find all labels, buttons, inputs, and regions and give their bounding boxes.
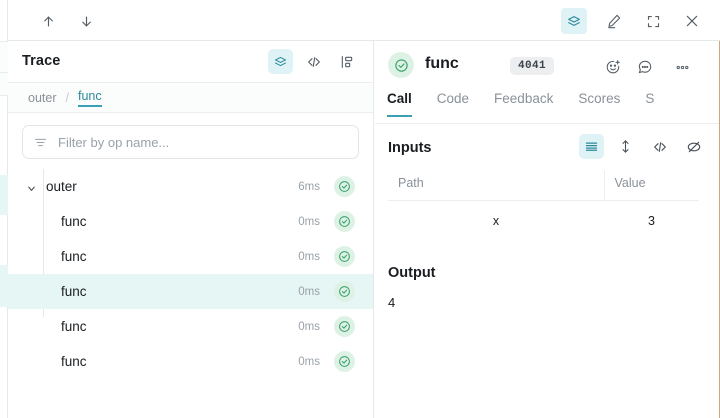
call-title: func — [425, 55, 459, 72]
breadcrumb-parent[interactable]: outer — [28, 90, 57, 105]
trace-row-label: outer — [46, 179, 77, 194]
trace-row-outer[interactable]: outer 6ms — [8, 169, 373, 204]
filter-area: Filter by op name... — [8, 113, 373, 169]
trace-row-label: func — [61, 354, 87, 369]
call-detail-panel: func 4041 Call Code Feedback Scores S In… — [375, 41, 720, 418]
trace-row-func-2[interactable]: func 0ms — [8, 239, 373, 274]
inputs-section-header: Inputs — [375, 124, 719, 170]
filter-placeholder: Filter by op name... — [58, 134, 170, 150]
more-options-icon[interactable] — [671, 56, 693, 78]
status-success-icon — [334, 211, 355, 232]
status-success-icon — [334, 176, 355, 197]
table-view-icon[interactable] — [579, 134, 604, 159]
close-icon[interactable] — [680, 9, 704, 33]
trace-row-func-5[interactable]: func 0ms — [8, 344, 373, 379]
trace-panel: Trace outer / func — [8, 41, 374, 418]
cell-path: x — [492, 214, 500, 228]
filter-icon — [33, 135, 48, 150]
trace-row-duration: 6ms — [298, 180, 320, 193]
trace-row-label: func — [61, 214, 87, 229]
output-value: 4 — [388, 295, 396, 310]
breadcrumb-separator: / — [65, 90, 69, 105]
tree-hierarchy-icon[interactable] — [334, 49, 359, 74]
status-success-icon — [334, 316, 355, 337]
trace-row-func-3-selected[interactable]: func 0ms — [8, 274, 373, 309]
output-title: Output — [388, 265, 436, 281]
trace-row-label: func — [61, 319, 87, 334]
status-success-icon — [334, 281, 355, 302]
chevron-down-icon[interactable] — [26, 181, 37, 192]
inputs-table: Path Value x 3 — [388, 170, 699, 241]
trace-row-func-1[interactable]: func 0ms — [8, 204, 373, 239]
status-success-icon — [388, 52, 414, 78]
status-success-icon — [334, 246, 355, 267]
trace-row-label: func — [61, 249, 87, 264]
comment-icon[interactable] — [634, 56, 656, 78]
inputs-view-switcher — [579, 134, 706, 159]
hide-icon[interactable] — [681, 134, 706, 159]
cell-value: 3 — [648, 214, 655, 228]
table-header-row: Path Value — [388, 170, 699, 201]
trace-row-duration: 0ms — [298, 250, 320, 263]
tab-summary-truncated[interactable]: S — [645, 91, 655, 106]
fullscreen-icon[interactable] — [641, 9, 665, 33]
trace-row-func-4[interactable]: func 0ms — [8, 309, 373, 344]
inputs-title: Inputs — [388, 140, 432, 156]
trace-view-switcher — [268, 49, 359, 74]
trace-row-duration: 0ms — [298, 215, 320, 228]
output-section: Output 4 — [375, 265, 719, 310]
trace-panel-header: Trace — [8, 41, 373, 83]
background-page-sliver — [0, 0, 8, 418]
tree-guide-line — [43, 169, 44, 317]
tab-call[interactable]: Call — [387, 91, 412, 117]
breadcrumb: outer / func — [8, 83, 373, 113]
code-view-icon[interactable] — [647, 134, 672, 159]
call-tabs: Call Code Feedback Scores S — [375, 91, 719, 124]
tab-code[interactable]: Code — [436, 91, 470, 106]
column-header-path[interactable]: Path — [388, 170, 604, 201]
annotate-pen-icon[interactable] — [602, 9, 626, 33]
tab-feedback[interactable]: Feedback — [494, 91, 554, 106]
top-toolbar — [8, 0, 720, 41]
trace-row-duration: 0ms — [298, 355, 320, 368]
trace-row-duration: 0ms — [298, 320, 320, 333]
previous-arrow-icon[interactable] — [36, 9, 60, 33]
filter-input[interactable]: Filter by op name... — [22, 125, 359, 159]
next-arrow-icon[interactable] — [74, 9, 98, 33]
add-reaction-icon[interactable] — [602, 56, 624, 78]
trace-row-duration: 0ms — [298, 285, 320, 298]
trace-view-toggle-icon[interactable] — [561, 8, 587, 34]
call-detail-header: func 4041 — [375, 41, 719, 91]
status-success-icon — [334, 351, 355, 372]
expand-rows-icon[interactable] — [613, 134, 638, 159]
call-id-badge[interactable]: 4041 — [510, 57, 555, 75]
table-row[interactable]: x 3 — [388, 201, 699, 242]
trace-tree: outer 6ms func 0ms func 0ms — [8, 169, 373, 379]
breadcrumb-current[interactable]: func — [77, 89, 102, 107]
trace-row-label: func — [61, 284, 87, 299]
column-header-value[interactable]: Value — [603, 170, 699, 201]
code-icon[interactable] — [301, 49, 326, 74]
layers-icon[interactable] — [268, 49, 293, 74]
trace-panel-title: Trace — [22, 53, 61, 69]
tab-scores[interactable]: Scores — [578, 91, 621, 106]
